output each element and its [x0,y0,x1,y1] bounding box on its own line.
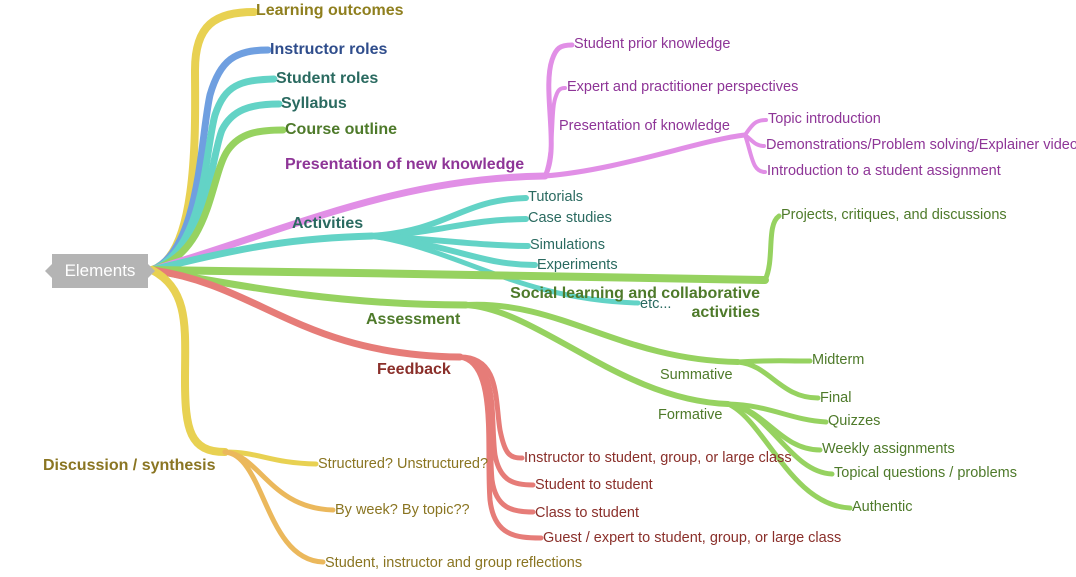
link-pres-knowledge [542,132,748,179]
node-experiments[interactable]: Experiments [537,257,618,273]
branch-learning-outcomes[interactable]: Learning outcomes [256,2,404,19]
node-quizzes[interactable]: Quizzes [828,413,881,429]
link-discussion [148,266,229,456]
link-topic [743,118,768,137]
node-authentic[interactable]: Authentic [852,499,913,515]
node-projects-critiques[interactable]: Projects, critiques, and discussions [781,207,1007,223]
node-student-prior-knowledge[interactable]: Student prior knowledge [574,36,731,52]
node-intro-assignment[interactable]: Introduction to a student assignment [767,163,1001,179]
branch-syllabus[interactable]: Syllabus [281,95,347,112]
branch-instructor-roles[interactable]: Instructor roles [270,41,388,58]
node-instructor-to-student[interactable]: Instructor to student, group, or large c… [524,450,792,466]
link-projects [762,213,782,283]
node-midterm[interactable]: Midterm [812,352,865,368]
link-expert [543,86,567,178]
node-reflections[interactable]: Student, instructor and group reflection… [325,555,583,571]
branch-feedback[interactable]: Feedback [377,361,451,378]
node-formative[interactable]: Formative [658,407,723,423]
node-summative[interactable]: Summative [660,367,733,383]
branch-discussion[interactable]: Discussion / synthesis [43,457,216,474]
node-final[interactable]: Final [820,390,852,406]
node-guest-expert[interactable]: Guest / expert to student, group, or lar… [543,530,842,546]
link-instructor-fb [457,354,525,461]
link-class-fb [457,354,536,515]
branch-social-learning-line2[interactable]: activities [691,304,760,321]
link-summative [463,301,741,365]
node-expert-perspectives[interactable]: Expert and practitioner perspectives [567,79,799,95]
node-class-to-student[interactable]: Class to student [535,505,639,521]
link-authentic [725,401,853,511]
node-by-week[interactable]: By week? By topic?? [335,502,470,518]
link-reflections [222,449,326,565]
link-feedback [148,266,464,361]
node-topic-introduction[interactable]: Topic introduction [768,111,881,127]
node-tutorials[interactable]: Tutorials [528,189,584,205]
link-activities [148,232,376,274]
branch-course-outline[interactable]: Course outline [285,121,398,138]
node-presentation-of-knowledge[interactable]: Presentation of knowledge [559,118,730,134]
node-demonstrations[interactable]: Demonstrations/Problem solving/Explainer… [766,137,1076,153]
branch-social-learning-line1[interactable]: Social learning and collaborative [510,285,760,302]
link-syllabus [148,100,283,274]
link-formative [463,302,731,407]
node-weekly-assignments[interactable]: Weekly assignments [822,441,955,457]
node-student-to-student[interactable]: Student to student [535,477,653,493]
branch-presentation[interactable]: Presentation of new knowledge [285,156,525,173]
branch-assessment[interactable]: Assessment [366,311,461,328]
link-course-outline [148,126,287,274]
link-final [735,359,821,401]
node-simulations[interactable]: Simulations [530,237,605,253]
link-topical [725,401,835,477]
branch-activities[interactable]: Activities [292,215,364,232]
branch-student-roles[interactable]: Student roles [276,70,379,87]
link-case-studies [369,216,529,239]
link-presentation [148,172,549,274]
node-structured[interactable]: Structured? Unstructured? [318,456,489,472]
root-node[interactable]: Elements [45,254,155,288]
node-topical-questions[interactable]: Topical questions / problems [834,465,1017,481]
node-case-studies[interactable]: Case studies [528,210,612,226]
root-label: Elements [64,261,136,280]
node-etc[interactable]: etc... [640,296,672,312]
link-student-fb [457,354,536,488]
link-intro-assignment [743,133,767,174]
link-instructor-roles [148,46,272,274]
link-social [148,266,769,284]
link-guest-fb [457,354,544,541]
